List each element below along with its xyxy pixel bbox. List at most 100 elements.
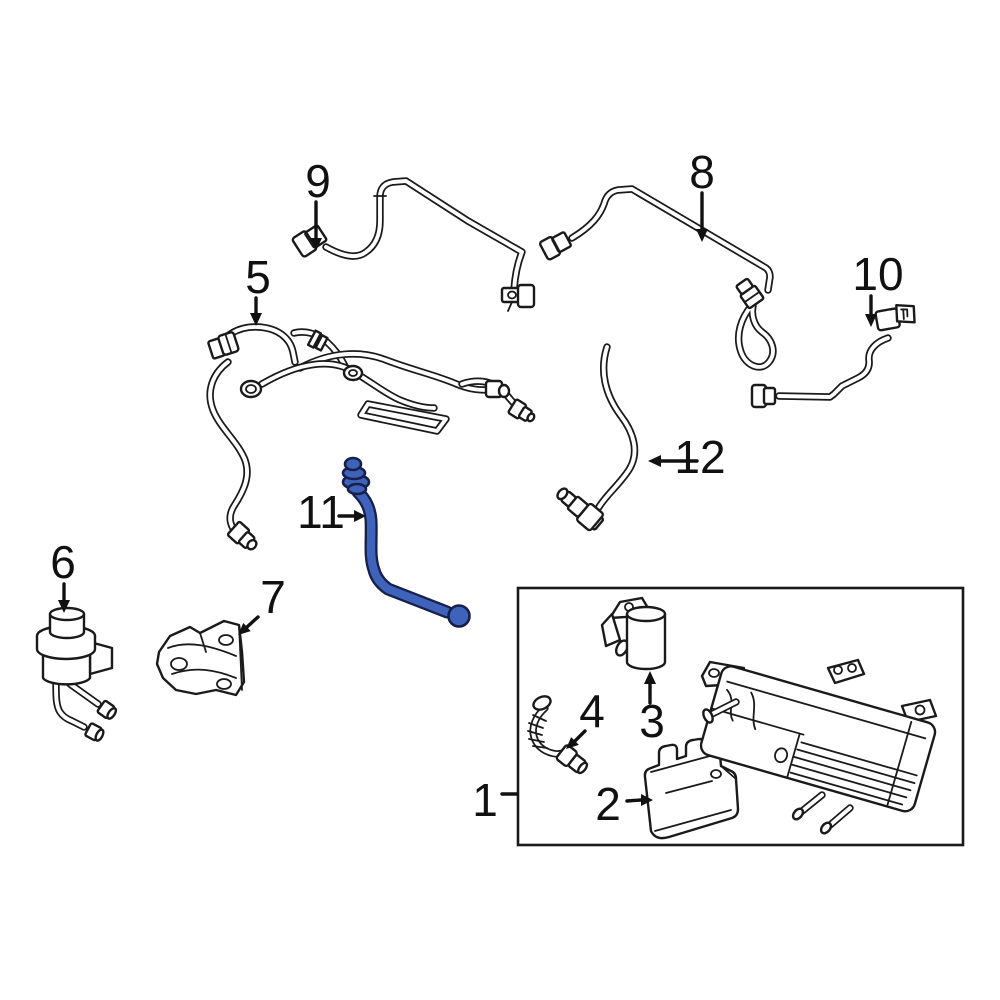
part-5-connector-c (484, 379, 511, 399)
part-5-connector-a (207, 331, 240, 360)
callout-8-arrowhead (696, 229, 708, 242)
canister-ribs (789, 741, 918, 806)
callout-4-label: 4 (579, 685, 605, 737)
part-5-long-tube-inner (298, 351, 496, 392)
callout-4-arrow (573, 729, 587, 743)
part-5-loop-tube-inner (359, 402, 448, 433)
callout-1-label: 1 (472, 774, 498, 826)
callout-3-arrowhead (644, 671, 656, 684)
part-3-cylinder (625, 605, 667, 671)
part-5-collar (306, 329, 329, 352)
callout-6[interactable]: 6 (50, 536, 76, 613)
callout-2-arrowhead (641, 794, 653, 806)
callout-7-arrow (245, 615, 260, 629)
canister-top-tab (826, 658, 866, 685)
part-8-end-connector (539, 231, 572, 261)
part-9-clip (500, 283, 536, 312)
part-4-top-cap (532, 695, 552, 711)
callout-2[interactable]: 2 (595, 778, 653, 830)
part-11-end-ring (447, 604, 471, 628)
part-5-drop-hose-inner (208, 360, 250, 537)
callout-8-label: 8 (689, 146, 715, 198)
part-11-tube-path-inner (353, 487, 452, 617)
part-4-hose[interactable] (527, 694, 590, 777)
part-6-stub-b (96, 699, 118, 720)
part-7-hole-3 (216, 678, 232, 690)
callout-3[interactable]: 3 (639, 671, 665, 747)
callout-9[interactable]: 9 (305, 155, 331, 251)
callout-10[interactable]: 10 (852, 248, 904, 327)
part-9-end-connector (291, 224, 328, 258)
part-6-valve[interactable] (35, 606, 118, 743)
tube-inner (799, 793, 824, 814)
part-5-rib-tip-a (507, 398, 536, 423)
callout-8[interactable]: 8 (689, 146, 715, 242)
callout-12[interactable]: 12 (648, 431, 726, 483)
part-9-tube[interactable] (291, 177, 536, 312)
part-5-cross-tube-inner (260, 361, 436, 410)
callout-6-arrowhead (58, 600, 70, 613)
part-4-connector (555, 744, 589, 775)
tube-inner (827, 806, 852, 828)
part-7-hole-1 (218, 634, 234, 646)
callout-2-arrow (625, 798, 643, 803)
part-5-rib-tip-b (226, 520, 258, 551)
callout-7-arrowhead (238, 622, 251, 635)
part-5-oring (342, 364, 364, 382)
part-6-elbow-tube-inner (54, 680, 86, 729)
part-11-tube-highlighted[interactable] (341, 456, 471, 628)
callout-4-arrowhead (566, 737, 579, 749)
part-12-fitting (556, 487, 605, 532)
canister-body (699, 665, 937, 813)
part-3-solenoid[interactable] (600, 596, 667, 671)
part-9-tube-path-inner (324, 179, 524, 292)
part-6-stub-a (84, 722, 105, 742)
canister-bottom-ports (791, 791, 854, 835)
callout-5[interactable]: 5 (245, 251, 271, 326)
part-5-stub-tube-inner (292, 330, 347, 368)
part-10-rib-cap (750, 383, 777, 409)
canister-left-port (702, 698, 740, 724)
callout-6-label: 6 (50, 536, 76, 588)
part-6-port-tube-inner (68, 682, 100, 706)
part-12-hose-path-inner (597, 345, 637, 509)
callout-10-label: 10 (852, 248, 903, 300)
callout-7[interactable]: 7 (238, 571, 286, 635)
callout-12-label: 12 (674, 431, 725, 483)
part-5-connector-b (239, 379, 263, 399)
callout-9-arrowhead (310, 238, 322, 251)
part-5-tube-assembly[interactable] (206, 323, 537, 554)
part-2-bracket-details (650, 752, 737, 832)
part-2-hole (710, 769, 722, 779)
part-4-hose-path-inner (531, 706, 566, 756)
group-1-box (516, 586, 965, 847)
part-8-lower-connector (735, 277, 765, 310)
part-4-ribs (527, 714, 548, 749)
callout-11[interactable]: 11 (297, 486, 366, 538)
part-7-hole-2 (170, 657, 188, 671)
callout-7-label: 7 (260, 571, 286, 623)
callout-11-arrowhead (354, 510, 366, 522)
part-7-bracket[interactable] (155, 619, 246, 697)
part-8-loop-path-inner (736, 303, 775, 369)
part-8-tube-path (568, 185, 774, 294)
callout-5-arrowhead (250, 313, 262, 326)
callout-9-label: 9 (305, 155, 331, 207)
part-8-tube[interactable] (539, 185, 777, 371)
callout-1[interactable]: 1 (472, 774, 519, 826)
callout-11-label: 11 (297, 486, 345, 538)
part-10-hose[interactable] (750, 302, 917, 409)
part-12-hose[interactable] (552, 343, 639, 533)
callout-5-label: 5 (245, 251, 271, 303)
callout-2-label: 2 (595, 778, 621, 830)
tube-inner (710, 700, 738, 716)
part-7-bracket-folds (167, 624, 243, 691)
part-11-grommet (341, 456, 371, 496)
callout-4[interactable]: 4 (566, 685, 605, 749)
part-6-body (35, 606, 114, 686)
part-10-end-connector (874, 303, 916, 332)
canister[interactable] (699, 658, 938, 835)
callout-3-label: 3 (639, 695, 665, 747)
part-10-hose-path-inner (777, 336, 890, 399)
callout-12-arrowhead (648, 455, 661, 467)
